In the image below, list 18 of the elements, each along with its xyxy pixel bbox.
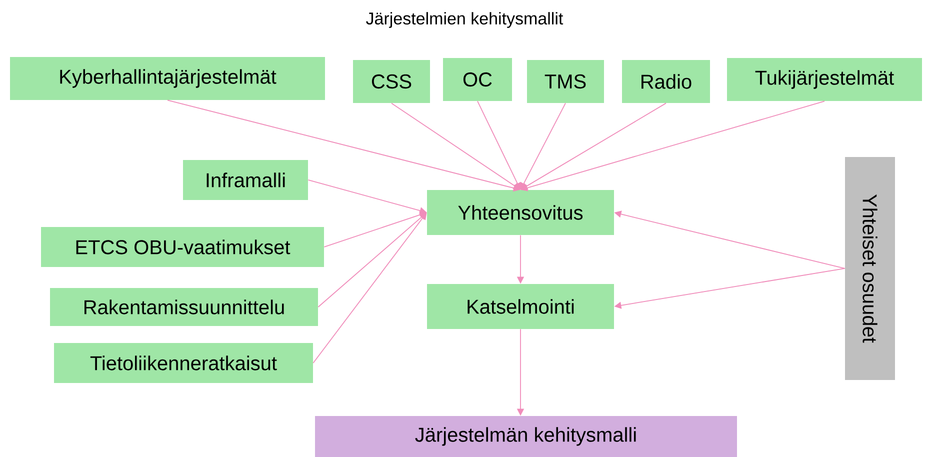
arrow (312, 212, 427, 364)
arrow (391, 102, 520, 190)
title: Järjestelmien kehitysmallit (366, 12, 564, 28)
side-bar: Yhteiset osuudet (845, 157, 895, 380)
system-box: TMS (527, 60, 604, 103)
arrow (520, 102, 666, 190)
system-box: Radio (622, 60, 710, 103)
process-box: Katselmointi (427, 284, 614, 329)
system-box: OC (443, 58, 512, 101)
input-box: ETCS OBU-vaatimukset (41, 226, 324, 267)
system-box: Tukijärjestelmät (727, 58, 922, 101)
output-box: Järjestelmän kehitysmalli (315, 416, 737, 457)
system-box: Kyberhallintajärjestelmät (10, 57, 325, 100)
input-box: Tietoliikenneratkaisut (54, 342, 313, 383)
system-box: CSS (353, 60, 430, 103)
input-box: Rakentamissuunnittelu (50, 288, 318, 326)
input-box: Inframalli (183, 160, 308, 200)
process-box: Yhteensovitus (427, 190, 614, 235)
